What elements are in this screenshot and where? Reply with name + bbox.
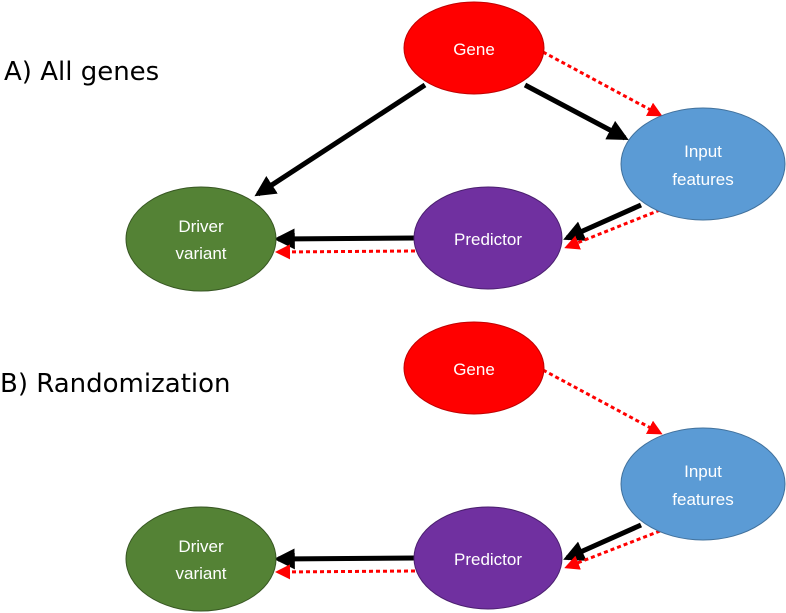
panel-b-label: B) Randomization bbox=[0, 369, 231, 399]
arrow-input-to-predictor bbox=[563, 522, 643, 561]
predictor-node-label: Predictor bbox=[454, 230, 522, 249]
driver-variant-node-label-line2: variant bbox=[175, 244, 226, 263]
predictor-node-label: Predictor bbox=[454, 550, 522, 569]
predictor-node: Predictor bbox=[413, 186, 563, 290]
predictor-node-shape bbox=[413, 506, 563, 610]
predictor-node: Predictor bbox=[413, 506, 563, 610]
input-features-node-label-line2: features bbox=[672, 170, 733, 189]
predictor-node-shape bbox=[413, 186, 563, 290]
input-features-node: Input features bbox=[620, 427, 786, 541]
gene-node-label: Gene bbox=[453, 40, 495, 59]
driver-variant-node-shape bbox=[125, 186, 277, 292]
input-features-node-label-line1: Input bbox=[684, 462, 722, 481]
input-features-node-label-line2: features bbox=[672, 490, 733, 509]
driver-variant-node-label-line1: Driver bbox=[178, 217, 224, 236]
dotted-arrow-gene-to-input bbox=[542, 368, 663, 435]
arrow-gene-to-driver bbox=[254, 82, 427, 197]
panel-a: A) All genes Gene Input features Predict… bbox=[4, 1, 786, 292]
input-features-node-shape bbox=[620, 427, 786, 541]
driver-variant-node-label-line2: variant bbox=[175, 564, 226, 583]
dotted-arrow-gene-to-input bbox=[542, 50, 663, 117]
gene-node-shape bbox=[403, 1, 545, 95]
driver-variant-node-label-line1: Driver bbox=[178, 537, 224, 556]
dotted-arrow-predictor-to-driver bbox=[275, 244, 416, 260]
panel-a-label: A) All genes bbox=[4, 57, 159, 87]
dotted-arrow-predictor-to-driver bbox=[275, 564, 416, 580]
gene-node-shape bbox=[403, 321, 545, 415]
dotted-arrow-input-to-predictor bbox=[564, 208, 661, 250]
arrow-input-to-predictor bbox=[563, 202, 643, 241]
driver-variant-node-shape bbox=[125, 506, 277, 612]
input-features-node-shape bbox=[620, 107, 786, 221]
gene-node: Gene bbox=[403, 1, 545, 95]
arrow-predictor-to-driver bbox=[273, 228, 416, 250]
dotted-arrow-input-to-predictor bbox=[564, 529, 661, 570]
input-features-node: Input features bbox=[620, 107, 786, 221]
panel-b: B) Randomization Gene Input features Pre… bbox=[0, 321, 786, 612]
driver-variant-node: Driver variant bbox=[125, 506, 277, 612]
gene-node: Gene bbox=[403, 321, 545, 415]
input-features-node-label-line1: Input bbox=[684, 142, 722, 161]
arrow-gene-to-input bbox=[523, 82, 629, 141]
arrow-predictor-to-driver bbox=[273, 548, 416, 570]
driver-variant-node: Driver variant bbox=[125, 186, 277, 292]
gene-node-label: Gene bbox=[453, 360, 495, 379]
